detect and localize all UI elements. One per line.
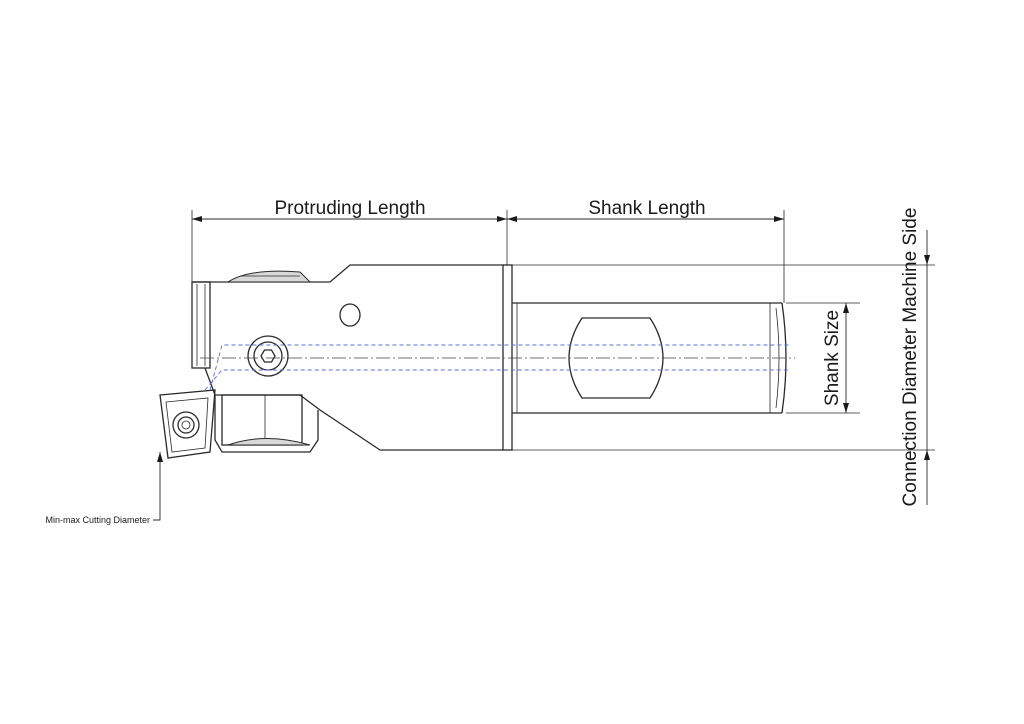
insert-cartridge xyxy=(159,367,319,459)
cutting-diameter-label: Min-max Cutting Diameter xyxy=(45,515,150,525)
flange xyxy=(502,264,513,451)
coolant-channel xyxy=(204,344,790,391)
tool-head xyxy=(191,264,503,451)
protruding-length-label: Protruding Length xyxy=(274,198,425,219)
shank-length-label: Shank Length xyxy=(588,198,705,219)
shank-size-label: Shank Size xyxy=(822,310,843,406)
connection-diameter-label: Connection Diameter Machine Side xyxy=(900,208,921,507)
dimension-lines xyxy=(153,210,935,521)
